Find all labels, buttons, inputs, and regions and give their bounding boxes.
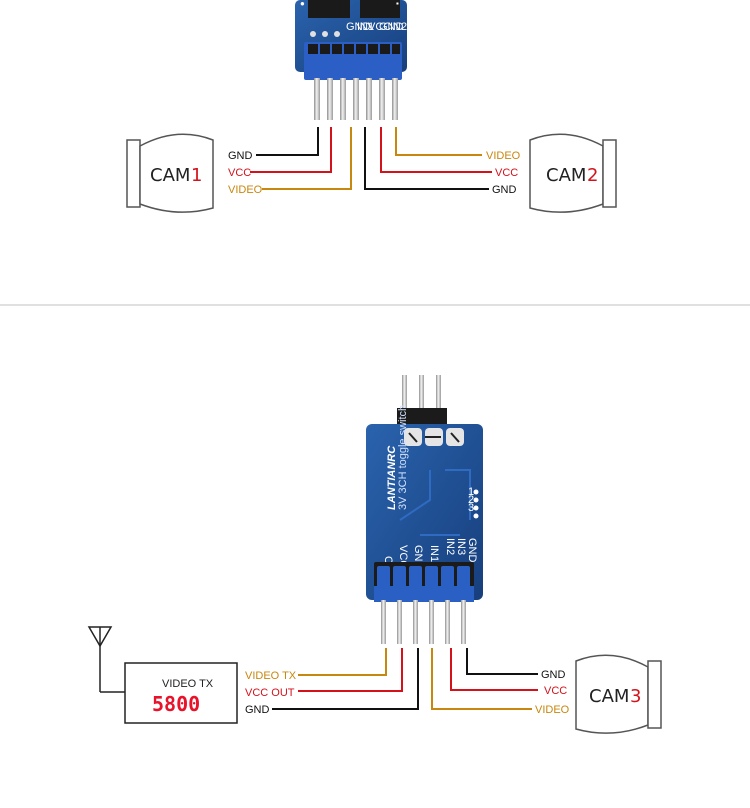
wire-vcc xyxy=(450,648,538,691)
cam1-video-label: VIDEO xyxy=(228,184,263,196)
cam2-vcc-label: VCC xyxy=(495,167,518,179)
pin-housing xyxy=(397,408,447,426)
cam3-number: 3 xyxy=(630,686,641,707)
cam2-gnd-label: GND xyxy=(492,184,517,196)
cam1-name: CAM xyxy=(150,165,190,186)
vtx-wires xyxy=(272,648,419,710)
cam2-icon xyxy=(529,133,617,213)
side-pads xyxy=(473,489,479,519)
side-silk: 3 xyxy=(468,502,474,514)
wire-gnd xyxy=(466,648,538,675)
wire-video xyxy=(431,648,532,710)
cam3-vcc-label: VCC xyxy=(544,685,567,697)
chip xyxy=(360,0,400,18)
wire-vcc xyxy=(380,127,492,173)
side-silk: 1 xyxy=(468,486,474,498)
cam1-vcc-label: VCC xyxy=(228,167,251,179)
top-board: ● ▪ GND IN1 VCC GND IN2 xyxy=(295,0,407,120)
cam1-icon xyxy=(126,133,214,213)
header-base xyxy=(374,586,474,602)
solder-pads xyxy=(310,31,340,37)
vtx-frequency-display: 5800 xyxy=(152,692,200,716)
bottom-section: LANTIANRC 3V 3CH toggle switch 1 2 3 OUT… xyxy=(87,375,662,734)
vtx-title: VIDEO TX xyxy=(162,678,214,690)
wire-video xyxy=(262,127,352,190)
bottom-header xyxy=(374,562,474,602)
cam1-gnd-label: GND xyxy=(228,150,253,162)
cam3-icon xyxy=(575,654,662,734)
wire-vcc xyxy=(250,127,332,173)
top-pads xyxy=(404,428,464,446)
cam3-wires xyxy=(431,648,538,710)
vtx-gnd-label: GND xyxy=(245,704,270,716)
silk-pin-label: IN3 xyxy=(455,538,467,555)
silk-label: IN2 xyxy=(390,21,407,33)
board-subtitle: 3V 3CH toggle switch xyxy=(397,405,409,510)
silk-label: GND xyxy=(346,21,371,33)
brand-logo: LANTIANRC xyxy=(386,445,398,510)
cam2-wires xyxy=(364,127,492,190)
switch-input-pins xyxy=(397,375,447,426)
cam1-wires xyxy=(250,127,352,190)
cam3-gnd-label: GND xyxy=(541,669,566,681)
wire-gnd xyxy=(256,127,319,156)
corner-mark: ▪ xyxy=(396,0,399,8)
cam2-name: CAM xyxy=(546,165,586,186)
silk-pin-label: GND xyxy=(466,538,478,563)
wire-video xyxy=(395,127,482,156)
vtx-video-label: VIDEO TX xyxy=(245,670,297,682)
cam1-number: 1 xyxy=(191,165,202,186)
wire-vcc xyxy=(298,648,403,692)
pcb-traces xyxy=(399,469,471,536)
wire-video xyxy=(298,648,387,676)
cam2-number: 2 xyxy=(587,165,598,186)
cam3-name: CAM xyxy=(589,686,629,707)
bottom-header-pins xyxy=(381,600,466,644)
wire-gnd xyxy=(364,127,489,190)
corner-mark: ● xyxy=(300,0,305,8)
pcb-board xyxy=(366,424,483,600)
cam2-video-label: VIDEO xyxy=(486,150,521,162)
silk-label: VCC xyxy=(368,21,391,33)
header-blue-caps xyxy=(377,566,470,588)
chip xyxy=(308,0,350,18)
vtx-vcc-label: VCC OUT xyxy=(245,687,295,699)
wire-gnd xyxy=(272,648,419,710)
antenna-icon xyxy=(87,626,125,693)
side-silk: 2 xyxy=(468,494,474,506)
silk-pin-label: IN2 xyxy=(444,538,456,555)
header-pin-cutouts xyxy=(308,44,400,54)
video-tx-box xyxy=(124,662,238,724)
silk-pin-label: IN1 xyxy=(428,545,440,562)
top-section: ● ▪ GND IN1 VCC GND IN2 xyxy=(126,0,617,213)
header-pins xyxy=(314,78,398,120)
silk-label: GND xyxy=(379,21,404,33)
cam3-video-label: VIDEO xyxy=(535,704,570,716)
silk-label: IN1 xyxy=(357,21,374,33)
